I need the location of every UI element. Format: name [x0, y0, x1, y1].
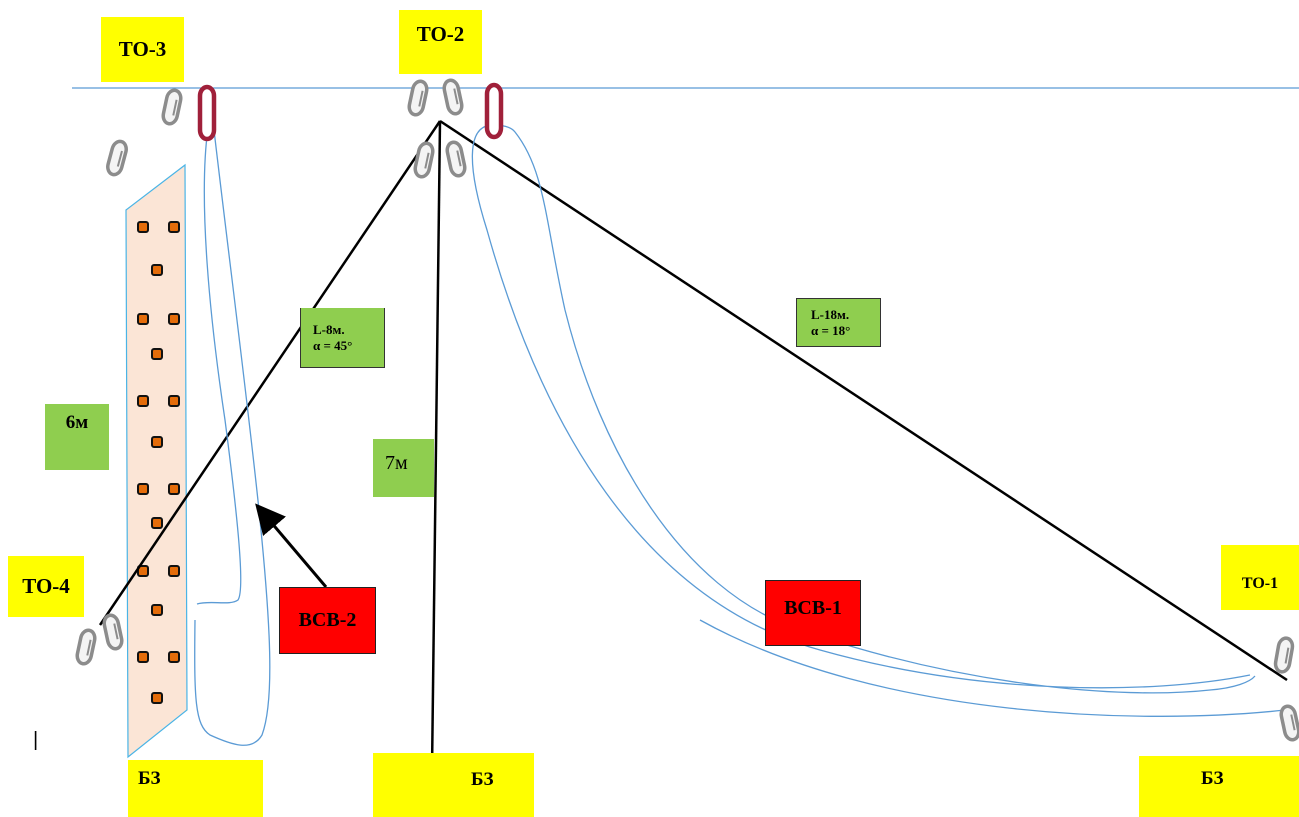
- line-left-angle: α = 45°: [313, 337, 353, 353]
- hold: [168, 395, 180, 407]
- label-to1: ТО-1: [1221, 545, 1299, 610]
- label-height-6m: 6м: [45, 404, 109, 470]
- hold: [168, 483, 180, 495]
- carabiner-icon: [100, 612, 126, 652]
- carabiner-icon: [405, 78, 431, 118]
- hold: [137, 483, 149, 495]
- label-vsv2: ВСВ-2: [279, 587, 376, 654]
- hold: [168, 221, 180, 233]
- hold: [137, 565, 149, 577]
- hold: [168, 313, 180, 325]
- label-line-right: L-18м. α = 18°: [796, 298, 881, 347]
- label-height-7m: 7м: [373, 439, 434, 497]
- hold: [168, 565, 180, 577]
- carabiner-icon: [1272, 635, 1296, 675]
- hold: [168, 651, 180, 663]
- carabiner-icon: [159, 87, 185, 127]
- hold: [151, 517, 163, 529]
- carabiner-icon: [104, 138, 130, 178]
- hold: [137, 651, 149, 663]
- rope-vsv2: [194, 127, 271, 746]
- hold: [151, 264, 163, 276]
- hold: [151, 604, 163, 616]
- carabiner-icon: [200, 87, 214, 139]
- hold: [151, 692, 163, 704]
- label-bz-left: БЗ: [128, 760, 263, 817]
- hold: [137, 221, 149, 233]
- carabiner-icon: [73, 627, 99, 667]
- carabiner-icon: [443, 139, 469, 179]
- line-right-length: L-18м.: [811, 306, 850, 322]
- label-to3: ТО-3: [101, 17, 184, 82]
- climbing-wall: [125, 163, 188, 759]
- carabiner-icon: [411, 140, 437, 180]
- label-bz-center: БЗ: [373, 753, 534, 817]
- label-vsv1: ВСВ-1: [765, 580, 861, 646]
- label-bz-right: БЗ: [1139, 756, 1299, 817]
- label-to2: ТО-2: [399, 10, 482, 74]
- hold: [151, 348, 163, 360]
- rope-vsv1: [471, 124, 1286, 717]
- line-left-length: L-8м.: [313, 321, 345, 337]
- carabiner-icon: [1277, 703, 1299, 743]
- hold: [137, 313, 149, 325]
- carabiner-icon: [487, 85, 501, 137]
- line-to-to4: [98, 120, 442, 626]
- vsv2-arrow: [255, 503, 328, 588]
- label-to4: ТО-4: [8, 556, 84, 617]
- line-to-to1: [439, 119, 1288, 682]
- line-right-angle: α = 18°: [811, 322, 851, 338]
- hold: [137, 395, 149, 407]
- text-cursor: |: [33, 729, 39, 751]
- wall-holds: [137, 221, 180, 704]
- hold: [151, 436, 163, 448]
- line-vertical-bz: [430, 120, 442, 771]
- label-line-left: L-8м. α = 45°: [300, 308, 385, 368]
- carabiner-icon: [440, 77, 466, 117]
